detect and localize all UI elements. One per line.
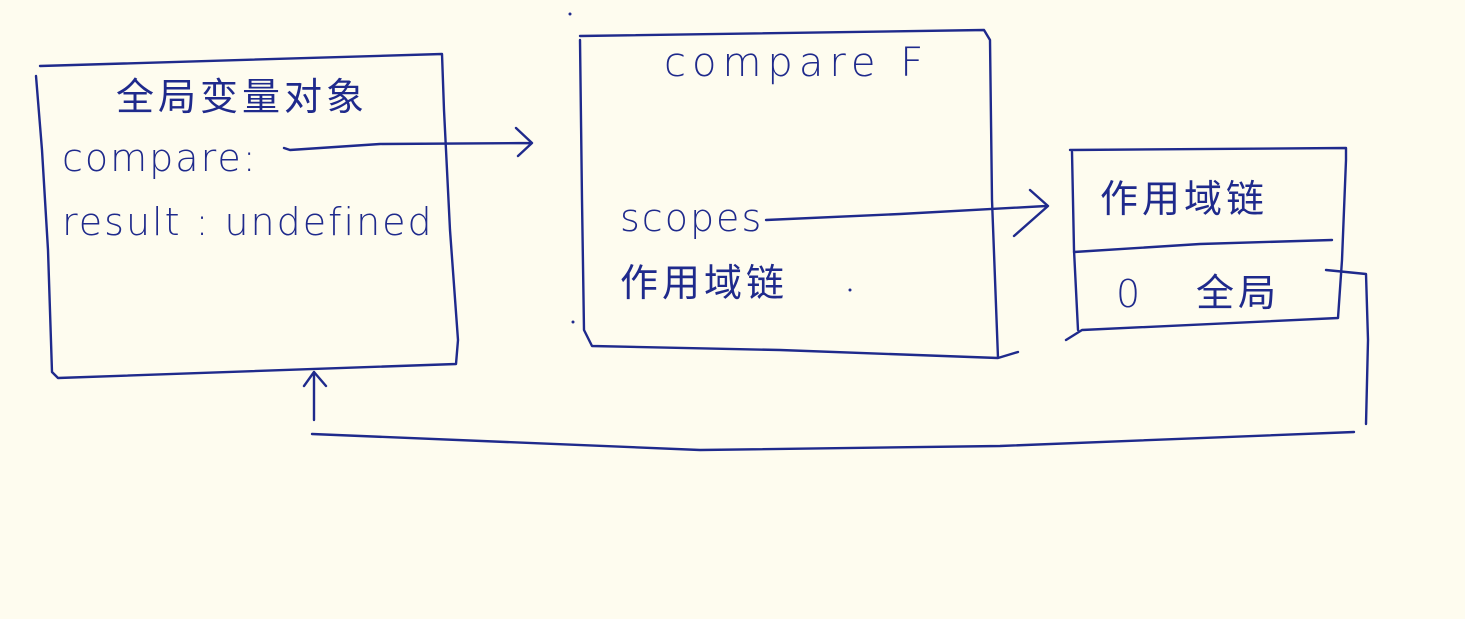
global-object-box bbox=[34, 52, 460, 380]
scope-chain-box bbox=[1064, 146, 1348, 342]
global-object-compare-field: compare: bbox=[62, 136, 258, 180]
compare-function-title: compare F bbox=[664, 40, 930, 86]
arrow-global-to-object bbox=[302, 268, 1370, 452]
scope-chain-item-index: 0 bbox=[1116, 272, 1143, 316]
arrow-scopes-to-chain bbox=[764, 188, 1050, 238]
stray-dot bbox=[568, 12, 572, 16]
stray-dot bbox=[848, 288, 852, 292]
scope-chain-item-label: 全局 bbox=[1196, 271, 1281, 315]
scope-chain-title: 作用域链 bbox=[1100, 177, 1269, 221]
scope-chain-divider bbox=[1072, 238, 1334, 254]
stray-dot bbox=[571, 320, 575, 324]
compare-scopes-sublabel: 作用域链 bbox=[620, 261, 789, 305]
compare-scopes-label: scopes bbox=[620, 196, 764, 240]
arrow-compare-to-function bbox=[282, 126, 534, 158]
global-object-result-field: result : undefined bbox=[62, 200, 434, 244]
compare-function-box bbox=[578, 28, 1020, 360]
global-object-title: 全局变量对象 bbox=[116, 75, 369, 119]
